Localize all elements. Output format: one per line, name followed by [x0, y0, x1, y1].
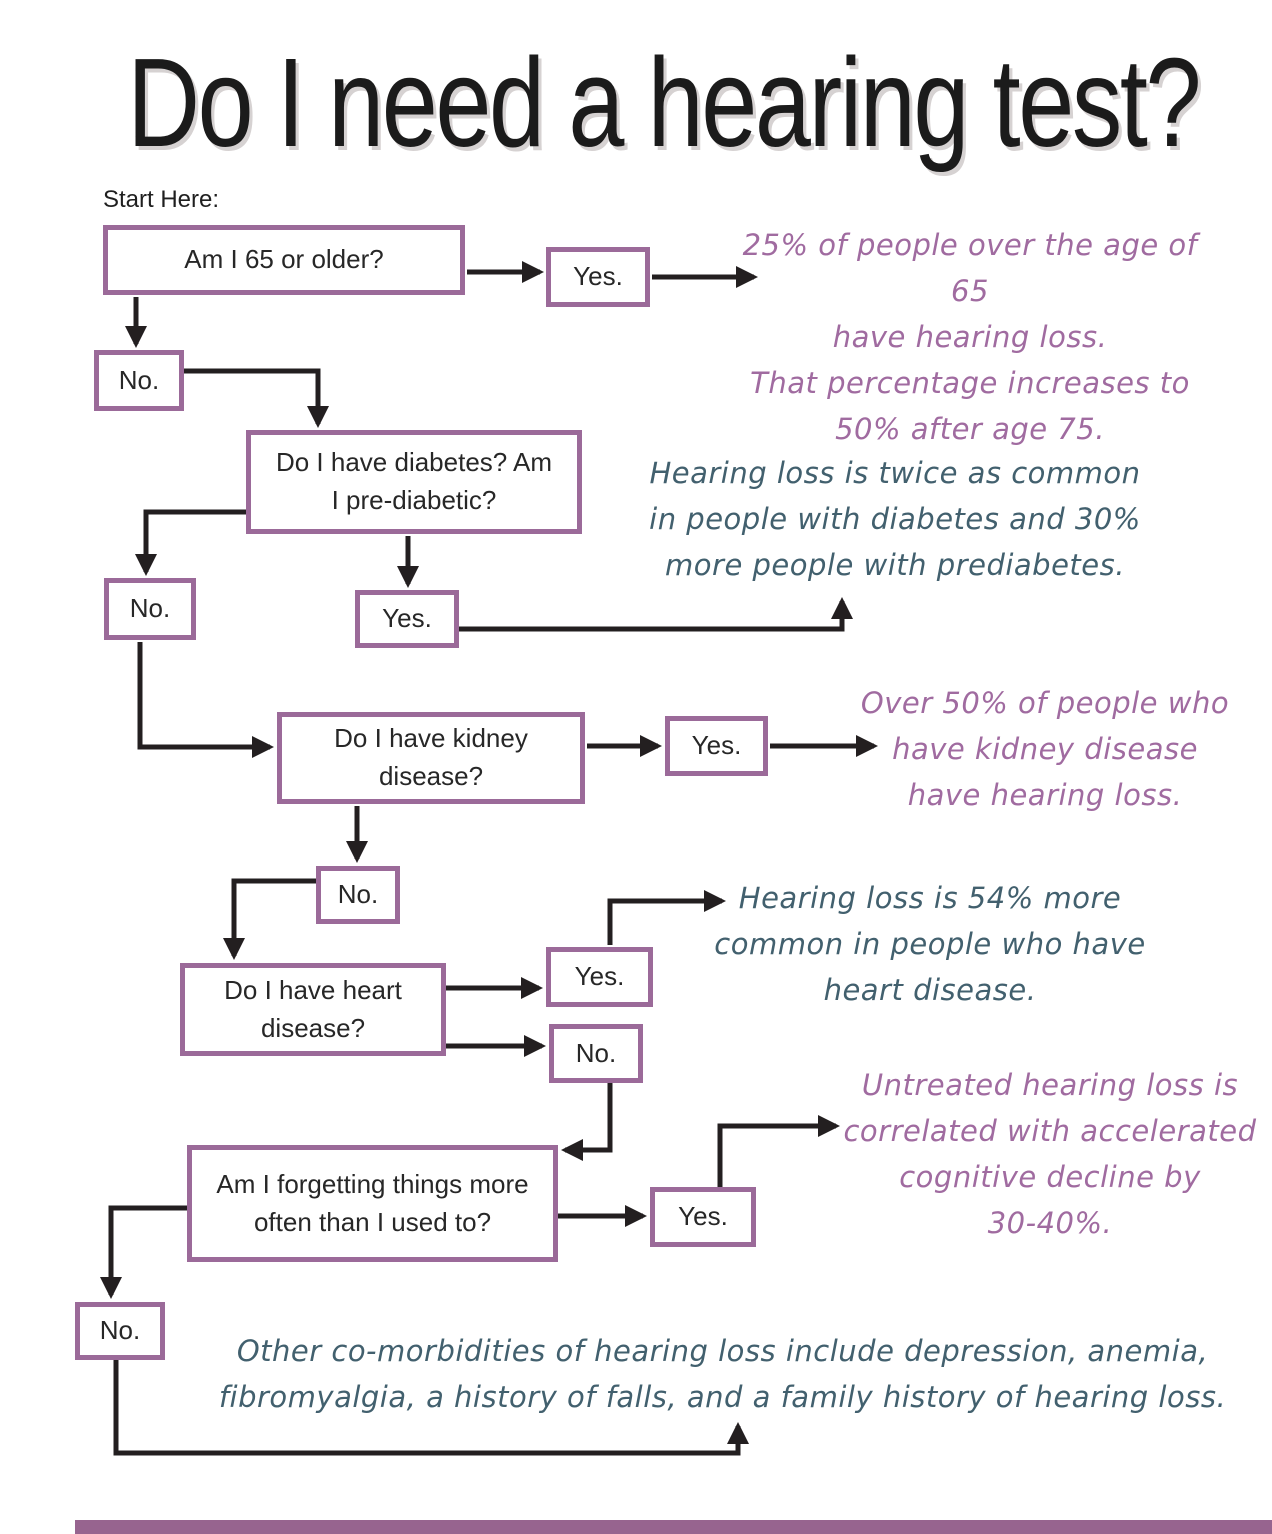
arrow-no-to-heart — [223, 878, 316, 961]
note-diabetes: Hearing loss is twice as common in peopl… — [649, 456, 1141, 582]
arrow-no-to-kidney — [137, 642, 275, 758]
note-age: 25% of people over the age of 65 have he… — [742, 228, 1198, 446]
page-title: Do I need a hearing test? — [127, 32, 1201, 173]
question-box-age: Am I 65 or older? — [103, 225, 465, 295]
question-box-kidney: Do I have kidney disease? — [277, 712, 585, 804]
arrow-yes-to-note-diabetes — [459, 596, 853, 632]
note-kidney: Over 50% of people who have kidney disea… — [860, 686, 1230, 812]
question-box-heart: Do I have heart disease? — [180, 963, 446, 1056]
answer-box-heart-no: No. — [549, 1024, 643, 1083]
question-box-memory: Am I forgetting things more often than I… — [187, 1145, 558, 1262]
arrow-no-to-diabetes — [184, 368, 330, 429]
answer-box-age-no: No. — [94, 350, 184, 411]
answer-box-memory-yes: Yes. — [650, 1187, 756, 1247]
answer-box-diabetes-yes: Yes. — [355, 590, 459, 648]
arrow-diabetes-to-no — [135, 509, 246, 577]
answer-box-diabetes-no: No. — [104, 578, 196, 640]
answer-box-kidney-no: No. — [316, 866, 400, 924]
arrow-yes-to-note-cognitive — [717, 1114, 841, 1187]
question-box-diabetes: Do I have diabetes? Am I pre-diabetic? — [246, 430, 582, 534]
answer-box-age-yes: Yes. — [546, 247, 650, 307]
arrow-memory-to-no — [100, 1205, 187, 1300]
note-cognitive: Untreated hearing loss is correlated wit… — [843, 1068, 1257, 1240]
answer-box-memory-no: No. — [75, 1302, 165, 1360]
arrow-no-to-memory — [560, 1083, 613, 1162]
note-other-comorbidities: Other co-morbidities of hearing loss inc… — [218, 1334, 1227, 1414]
footer-bar — [75, 1520, 1272, 1534]
start-here-label: Start Here: — [103, 186, 220, 213]
answer-box-heart-yes: Yes. — [546, 947, 653, 1007]
note-heart: Hearing loss is 54% more common in peopl… — [714, 881, 1146, 1007]
answer-box-kidney-yes: Yes. — [665, 716, 768, 776]
